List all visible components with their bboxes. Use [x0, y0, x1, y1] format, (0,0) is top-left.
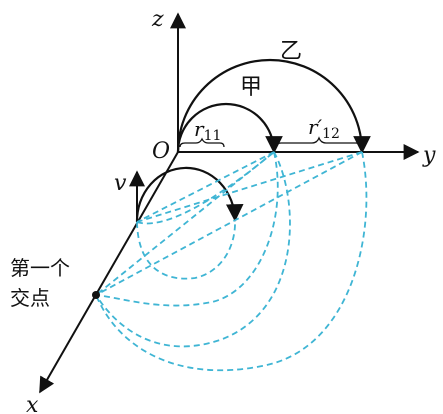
y-axis-label: y [422, 143, 436, 168]
intersection-label-line1: 第一个 [10, 256, 70, 280]
z-axis-label: z [151, 7, 164, 32]
dashed-line-3 [95, 151, 363, 296]
dashed-loop-mid [95, 151, 279, 307]
intersection-label-line2: 交点 [10, 286, 50, 310]
dashed-line-1 [136, 151, 275, 223]
r11-label: r11 [194, 117, 221, 144]
r11-sub: 11 [204, 128, 222, 144]
velocity-label: v [114, 171, 127, 196]
r12-sub: 12 [322, 126, 340, 142]
intersection-point [92, 291, 100, 299]
dashed-line-2 [136, 151, 363, 223]
dashed-line-4 [95, 151, 275, 296]
dashed-loop-outer [95, 151, 368, 372]
dashed-loop-inner [136, 219, 236, 280]
arc-jia [176, 102, 283, 154]
brace-r11 [179, 137, 225, 148]
r12-base: r′ [308, 115, 323, 139]
arc-small [135, 166, 244, 223]
x-axis-label: x [26, 393, 39, 414]
r11-base: r [194, 117, 205, 141]
path-yi-label: 乙 [280, 39, 302, 64]
brace-r12 [275, 136, 361, 148]
origin-label: O [152, 139, 170, 164]
arc-yi [176, 58, 371, 154]
r12-label: r′12 [308, 115, 340, 142]
x-axis [39, 151, 179, 394]
dashed-loop-outer-inner [95, 151, 291, 348]
path-jia-label: 甲 [240, 75, 262, 100]
dashed-loop-mid-top [136, 151, 275, 225]
